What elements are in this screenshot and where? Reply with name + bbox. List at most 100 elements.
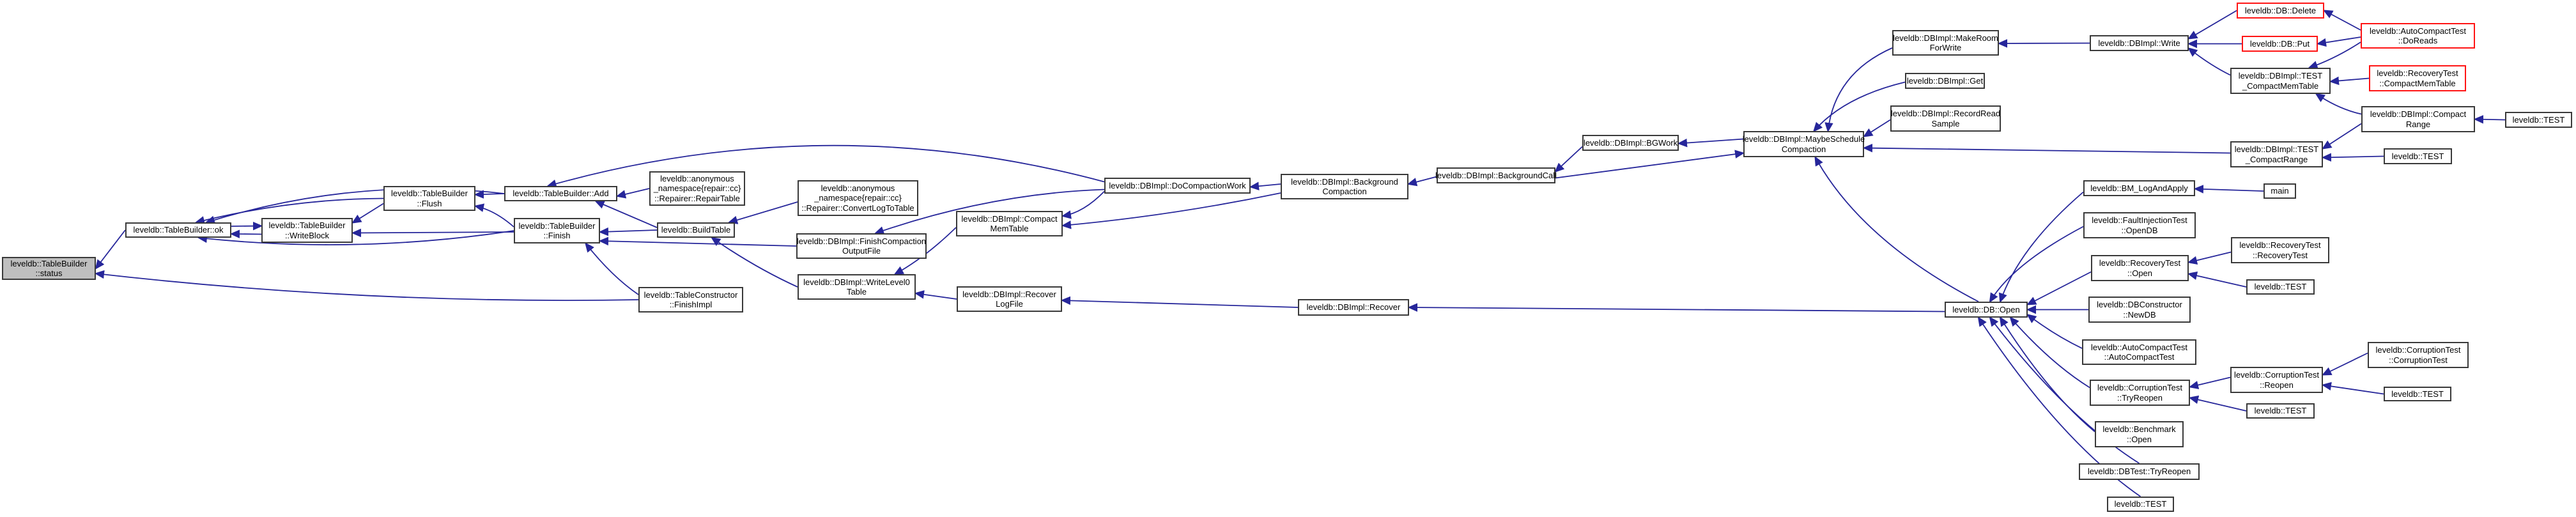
node-label-line: leveldb::DBImpl::Compact — [2370, 109, 2467, 119]
call-edge-writeblock-to-ok — [229, 229, 262, 238]
node-label-line: leveldb::DBImpl::Compact — [961, 213, 1058, 224]
node-benchmarkopen[interactable]: leveldb::Benchmark::Open — [2095, 421, 2184, 447]
node-label-line: Compaction — [1322, 187, 1367, 196]
node-label-line: leveldb::DBImpl::Get — [1906, 75, 1984, 86]
node-label-line: _CompactRange — [2245, 154, 2308, 164]
node-label-line: ::DoReads — [2398, 36, 2438, 45]
node-label-line: Compaction — [1781, 144, 1826, 154]
node-label-line: leveldb::FaultInjectionTest — [2092, 215, 2187, 225]
node-testcompactrange[interactable]: leveldb::DBImpl::TEST_CompactRange — [2230, 141, 2323, 167]
node-label-line: OutputFile — [842, 246, 881, 256]
node-label-line: leveldb::DBConstructor — [2097, 300, 2182, 309]
call-edge-finish-to-flush — [474, 203, 514, 228]
node-testcompactmem[interactable]: leveldb::DBImpl::TEST_CompactMemTable — [2230, 68, 2331, 94]
node-newdb[interactable]: leveldb::DBConstructor::NewDB — [2088, 297, 2191, 323]
node-label-line: leveldb::DBImpl::BackgroundCall — [1435, 170, 1557, 180]
node-faultinjection[interactable]: leveldb::FaultInjectionTest::OpenDB — [2083, 212, 2196, 238]
node-buildtable[interactable]: leveldb::BuildTable — [657, 222, 735, 238]
node-test5[interactable]: leveldb::TEST — [2107, 497, 2174, 512]
call-edge-test3-to-recoverytestopen — [2187, 271, 2247, 288]
node-bmlogapply[interactable]: leveldb::BM_LogAndApply — [2083, 180, 2195, 196]
node-finishimpl[interactable]: leveldb::TableConstructor::FinishImpl — [638, 287, 743, 313]
call-edge-test2-to-testcompactrange — [2321, 153, 2384, 162]
node-main[interactable]: main — [2264, 183, 2296, 199]
node-recoverytestopen[interactable]: leveldb::RecoveryTest::Open — [2091, 255, 2189, 281]
node-label-line: leveldb::TableBuilder — [518, 220, 596, 231]
node-label-line: main — [2271, 186, 2289, 196]
node-dbopen[interactable]: leveldb::DB::Open — [1945, 302, 2028, 318]
node-write[interactable]: leveldb::DBImpl::Write — [2090, 35, 2189, 51]
node-corruptiontryreopen[interactable]: leveldb::CorruptionTest::TryReopen — [2090, 380, 2190, 406]
node-corruptionreopen[interactable]: leveldb::CorruptionTest::Reopen — [2230, 367, 2323, 393]
node-recoverycompactmem[interactable]: leveldb::RecoveryTest::CompactMemTable — [2369, 65, 2466, 91]
node-label-line: leveldb::DB::Open — [1952, 304, 2020, 314]
call-edge-test6-to-corruptionreopen — [2321, 382, 2384, 395]
node-label-line: Table — [846, 287, 867, 297]
node-test4[interactable]: leveldb::TEST — [2246, 403, 2315, 419]
node-writeblock[interactable]: leveldb::TableBuilder::WriteBlock — [261, 218, 353, 243]
node-test1[interactable]: leveldb::TEST — [2505, 112, 2572, 128]
node-bgwork[interactable]: leveldb::DBImpl::BGWork — [1582, 135, 1679, 151]
node-finish[interactable]: leveldb::TableBuilder::Finish — [514, 218, 600, 243]
node-docompactionwork[interactable]: leveldb::DBImpl::DoCompactionWork — [1104, 178, 1251, 194]
node-label-line: leveldb::DBImpl::Write — [2098, 38, 2180, 48]
node-corruptionctor[interactable]: leveldb::CorruptionTest::CorruptionTest — [2368, 342, 2469, 368]
node-add[interactable]: leveldb::TableBuilder::Add — [504, 186, 617, 201]
node-delete[interactable]: leveldb::DB::Delete — [2237, 3, 2324, 19]
call-edge-write-to-makeroom — [1997, 39, 2090, 48]
node-label-line: ::Repairer::ConvertLogToTable — [801, 203, 914, 213]
node-label-line: leveldb::TableBuilder — [268, 220, 346, 230]
node-dbtesttryreopen[interactable]: leveldb::DBTest::TryReopen — [2079, 463, 2200, 480]
node-autocompactctor[interactable]: leveldb::AutoCompactTest::AutoCompactTes… — [2082, 339, 2196, 365]
call-edge-ok-to-writeblock — [231, 221, 263, 231]
node-label-line: _namespace{repair::cc} — [814, 193, 902, 203]
node-ok[interactable]: leveldb::TableBuilder::ok — [125, 222, 231, 238]
node-status[interactable]: leveldb::TableBuilder::status — [2, 257, 96, 280]
node-label-line: leveldb::DBImpl::Recover — [1306, 302, 1401, 313]
call-edge-backgroundcall-to-maybeschedule — [1555, 150, 1745, 179]
node-label-line: ::OpenDB — [2121, 225, 2158, 235]
node-label-line: ::Finish — [543, 231, 571, 240]
call-edge-corruptionctor-to-corruptionreopen — [2321, 352, 2368, 376]
node-recoveryrecovery[interactable]: leveldb::RecoveryTest::RecoveryTest — [2231, 237, 2329, 263]
node-label-line: ::Flush — [417, 198, 442, 208]
node-label-line: leveldb::DBImpl::FinishCompaction — [796, 236, 927, 246]
call-edge-dbopen-to-maybeschedule — [1814, 155, 1979, 302]
node-repairtable[interactable]: leveldb::anonymous_namespace{repair::cc}… — [649, 171, 745, 206]
call-edge-add-to-flush — [474, 190, 505, 199]
node-recover[interactable]: leveldb::DBImpl::Recover — [1298, 299, 1409, 316]
node-backgroundcall[interactable]: leveldb::DBImpl::BackgroundCall — [1435, 167, 1557, 183]
node-test3[interactable]: leveldb::TEST — [2246, 279, 2315, 295]
node-doreads[interactable]: leveldb::AutoCompactTest::DoReads — [2361, 23, 2475, 49]
node-flush[interactable]: leveldb::TableBuilder::Flush — [383, 186, 475, 211]
node-test6[interactable]: leveldb::TEST — [2384, 387, 2451, 401]
call-edge-delete-to-write — [2187, 10, 2237, 40]
call-edge-makeroom-to-maybeschedule — [1824, 47, 1893, 133]
node-get[interactable]: leveldb::DBImpl::Get — [1905, 73, 1985, 89]
call-edge-doreads-to-put — [2316, 36, 2361, 47]
call-edge-doreads-to-delete — [2322, 10, 2361, 31]
call-edge-recordread-to-maybeschedule — [1863, 119, 1891, 137]
node-convertlog[interactable]: leveldb::anonymous_namespace{repair::cc}… — [798, 180, 918, 216]
node-label-line: leveldb::DBImpl::TEST — [2238, 71, 2323, 81]
node-label-line: leveldb::BuildTable — [661, 225, 731, 235]
call-edge-testcompactrange-to-maybeschedule — [1862, 143, 2231, 154]
node-label-line: leveldb::TableConstructor — [644, 289, 738, 300]
call-edge-finishimpl-to-status — [94, 270, 639, 301]
node-put[interactable]: leveldb::DB::Put — [2242, 36, 2318, 52]
call-edge-flush-to-writeblock — [351, 203, 384, 224]
node-label-line: leveldb::DBImpl::MaybeSchedule — [1742, 134, 1865, 144]
node-test2[interactable]: leveldb::TEST — [2384, 148, 2452, 164]
call-edge-bgwork-to-backgroundcall — [1554, 146, 1583, 173]
node-label-line: _namespace{repair::cc} — [653, 183, 741, 194]
